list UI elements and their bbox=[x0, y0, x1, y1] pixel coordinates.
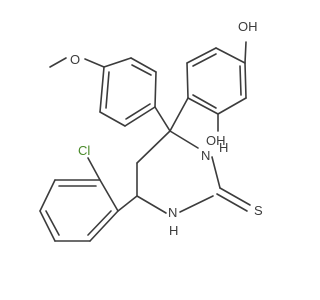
bond bbox=[136, 195, 167, 214]
bond bbox=[186, 47, 217, 64]
bond bbox=[99, 66, 105, 113]
bond-double-inner bbox=[192, 94, 217, 109]
bond bbox=[99, 179, 119, 212]
chlorophenyl-ring bbox=[39, 179, 119, 242]
hydroxyl-top-label: OH bbox=[238, 19, 258, 34]
bond bbox=[130, 57, 157, 73]
bond-double-inner bbox=[192, 53, 217, 67]
hydroxyl-side-label: OH bbox=[206, 133, 226, 148]
bond bbox=[244, 62, 247, 99]
bond bbox=[154, 71, 157, 108]
nitrogen-lower-label: N bbox=[168, 205, 177, 220]
bond bbox=[179, 195, 214, 213]
bond-double-inner bbox=[239, 65, 242, 96]
bond-thione-double-1 bbox=[219, 187, 251, 206]
bond bbox=[124, 106, 156, 127]
bond bbox=[211, 156, 221, 189]
bond bbox=[89, 210, 119, 242]
sulfur-label: S bbox=[254, 203, 263, 218]
bond bbox=[136, 130, 171, 164]
methoxyphenyl-ring bbox=[99, 57, 157, 127]
bond bbox=[187, 97, 219, 115]
bond bbox=[39, 179, 56, 212]
bond-o-methyl bbox=[49, 57, 67, 68]
bond bbox=[186, 62, 189, 99]
bond-double-inner bbox=[125, 103, 151, 120]
bond-ring-methoxy-o bbox=[84, 58, 105, 68]
bond bbox=[215, 47, 246, 64]
bond bbox=[39, 210, 56, 242]
bond-thione-double-2 bbox=[216, 193, 248, 212]
bond-double-inner bbox=[131, 64, 152, 76]
hydrogen-lower-label: H bbox=[169, 223, 178, 238]
bond bbox=[169, 130, 199, 149]
bond bbox=[99, 111, 126, 127]
bond-ring-oh-top bbox=[244, 41, 247, 64]
bond-ring-chlorophenyl bbox=[117, 195, 138, 212]
pyrimidine-thione-ring bbox=[136, 130, 221, 214]
chlorine-label: Cl bbox=[78, 143, 90, 158]
bond-ring-chlorine bbox=[87, 157, 101, 181]
bond-double-inner bbox=[105, 71, 110, 109]
dihydroxyphenyl-ring bbox=[186, 47, 247, 115]
bond bbox=[217, 97, 247, 115]
methoxy-oxygen-label: O bbox=[70, 52, 80, 67]
bond bbox=[103, 57, 132, 68]
molecule-structure-diagram: O OH OH N H N H S bbox=[39, 19, 263, 242]
bond-quaternary-dihydroxyphenyl bbox=[169, 97, 189, 132]
nitrogen-upper-label: N bbox=[201, 148, 210, 163]
bond-double-inner bbox=[87, 210, 112, 236]
bond-double-inner bbox=[45, 210, 60, 236]
bond-quaternary-methoxyphenyl bbox=[154, 106, 171, 132]
hydrogen-upper-label: H bbox=[219, 140, 228, 155]
